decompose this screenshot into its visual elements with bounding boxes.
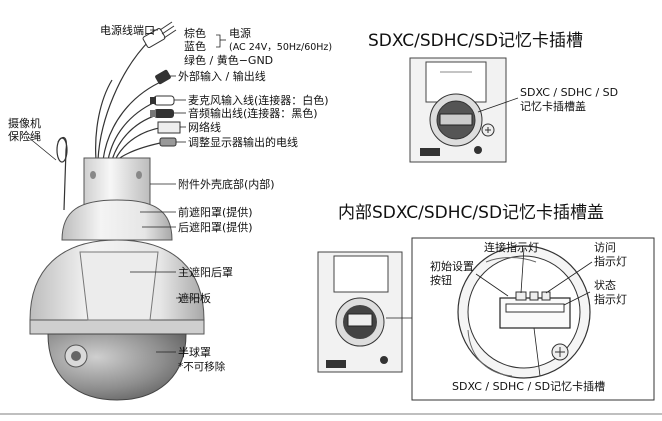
label-ext-io: 外部输入 / 输出线 (178, 69, 266, 83)
label-safety-wire-1: 摄像机 (8, 116, 41, 130)
label-audio-out: 音频输出线(连接器：黑色) (188, 106, 318, 120)
sd-inside-small-illustration (317, 251, 403, 373)
label-network: 网络线 (188, 120, 221, 134)
label-housing-base: 附件外壳底部(内部) (178, 177, 275, 191)
label-rear-sunshield: 后遮阳罩(提供) (178, 220, 253, 234)
label-power: 电源 (229, 26, 251, 40)
power-connector (142, 21, 177, 48)
monitor-out-connector (159, 137, 177, 147)
mic-connector (150, 95, 175, 106)
dome-cover (47, 333, 187, 401)
camera-leader-lines (27, 29, 226, 353)
camera-body (61, 199, 173, 241)
main-rear-sunshield (79, 251, 159, 321)
label-mic-in: 麦克风输入线(连接器：白色) (188, 93, 329, 107)
label-green-yellow-gnd: 绿色 / 黄色−GND (184, 53, 273, 67)
label-access-led-1: 访问 (594, 241, 616, 254)
label-status-led-1: 状态 (594, 278, 616, 292)
network-connector (157, 121, 181, 134)
camera-illustration (29, 21, 205, 401)
label-dome-cover: 半球罩 (178, 345, 211, 359)
audio-out-connector (150, 109, 174, 118)
label-access-led-2: 指示灯 (594, 254, 627, 268)
label-init-btn-1: 初始设置 (430, 259, 474, 273)
label-safety-wire-2: 保险绳 (8, 129, 41, 143)
label-not-removable: *不可移除 (178, 360, 226, 373)
label-power-port: 电源线端口 (100, 23, 155, 37)
label-front-sunshield: 前遮阳罩(提供) (178, 205, 253, 219)
sd-slot-illustration (409, 57, 507, 163)
label-blue: 蓝色 (184, 39, 206, 53)
label-sunshade: 遮阳板 (178, 291, 211, 305)
sd-inside-zoom (411, 237, 655, 401)
label-init-btn-2: 按钮 (430, 273, 452, 287)
label-brown: 棕色 (184, 26, 206, 40)
label-status-led-2: 指示灯 (594, 292, 627, 306)
label-monitor-out: 调整显示器输出的电线 (188, 135, 298, 149)
sd-inside-title: 内部SDXC/SDHC/SD记忆卡插槽盖 (338, 203, 604, 223)
safety-wire (57, 136, 67, 211)
ext-io-connector (155, 69, 171, 85)
sd-inside-leader-lines (475, 247, 593, 377)
housing-box (83, 157, 151, 207)
label-sd-cover-1: SDXC / SDHC / SD (520, 86, 618, 99)
label-sd-slot: SDXC / SDHC / SD记忆卡插槽 (452, 379, 605, 393)
sd-inside-labels: 连接指示灯 访问 指示灯 初始设置 按钮 状态 指示灯 SDXC / SDHC … (430, 240, 627, 393)
label-main-rear-sunshield: 主遮阳后罩 (178, 265, 233, 279)
label-sd-cover-2: 记忆卡插槽盖 (520, 99, 586, 113)
camera-labels: 电源线端口 棕色 蓝色 电源 (AC 24V，50Hz/60Hz) 绿色 / 黄… (8, 23, 332, 373)
label-link-led: 连接指示灯 (484, 240, 539, 254)
sd-slot-title: SDXC/SDHC/SD记忆卡插槽 (368, 31, 583, 51)
label-power-spec: (AC 24V，50Hz/60Hz) (229, 42, 332, 53)
